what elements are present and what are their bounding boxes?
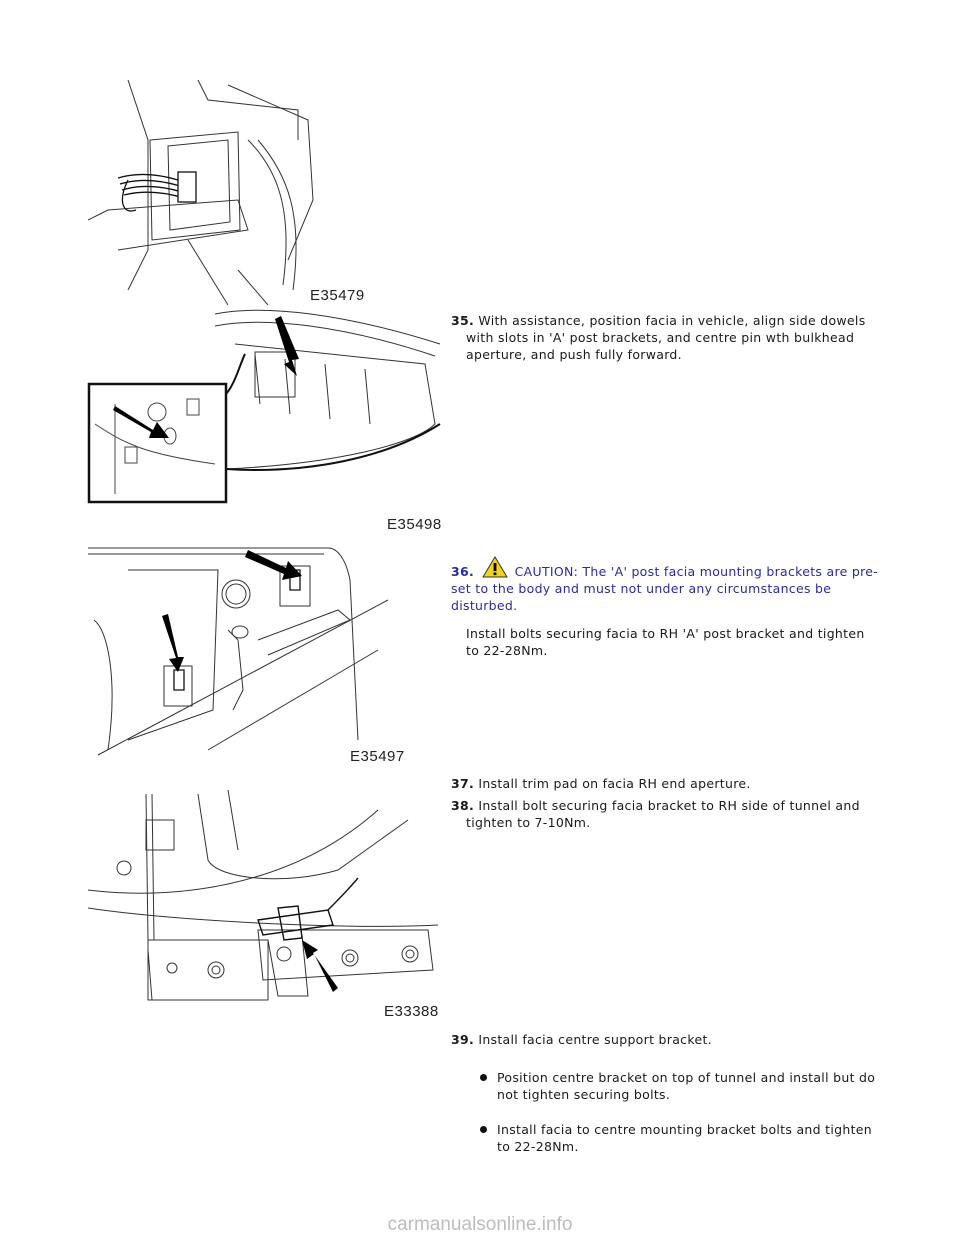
step-number: 35. [451, 313, 475, 328]
bullet-text: Position centre bracket on top of tunnel… [497, 1070, 876, 1102]
step-36: 36. CAUTION: The 'A' post facia mounting… [451, 556, 881, 614]
step-number: 39. [451, 1032, 475, 1047]
step-text-continued: tighten to 7-10Nm. [466, 815, 591, 830]
bullet-text: Install facia to centre mounting bracket… [497, 1122, 872, 1154]
figure-e33388-illustration [88, 790, 438, 1001]
figure-e35479: E35479 [88, 80, 388, 305]
step-35: 35. With assistance, position facia in v… [451, 312, 881, 363]
figure-label: E35498 [387, 516, 442, 533]
step-text: Install facia centre support bracket. [478, 1032, 712, 1047]
step-text: Install bolt securing facia bracket to R… [478, 798, 860, 813]
pointer-arrow-icon [302, 940, 338, 992]
figure-label: E35497 [350, 748, 405, 765]
figure-e35479-illustration [88, 80, 314, 305]
bullet-item: Install facia to centre mounting bracket… [480, 1121, 880, 1155]
warning-triangle-icon [482, 556, 509, 578]
figure-e33388: E33388 [88, 790, 438, 1030]
step-number: 37. [451, 776, 475, 791]
figure-label: E33388 [384, 1003, 439, 1020]
step-39: 39. Install facia centre support bracket… [451, 1031, 881, 1048]
pointer-arrow-icon [162, 550, 302, 672]
step-text-continued: with slots in 'A' post brackets, and cen… [466, 330, 855, 362]
bullet-dot-icon [480, 1126, 487, 1133]
step-number: 36. [451, 564, 475, 579]
caution-block: 36. CAUTION: The 'A' post facia mounting… [451, 556, 879, 613]
step-38: 38. Install bolt securing facia bracket … [451, 797, 881, 831]
step-number: 38. [451, 798, 475, 813]
step-text: With assistance, position facia in vehic… [478, 313, 866, 328]
figure-e35497-illustration [88, 547, 389, 756]
caution-text: CAUTION: The 'A' post facia mounting bra… [451, 564, 879, 613]
figure-e35498-illustration [87, 309, 441, 504]
step-text: Install trim pad on facia RH end apertur… [478, 776, 751, 791]
bullet-dot-icon [480, 1074, 487, 1081]
figure-e35498: E35498 [85, 304, 445, 539]
pointer-arrow-icon [113, 316, 299, 438]
step-text: Install bolts securing facia to RH 'A' p… [466, 626, 865, 658]
footer-watermark: carmanualsonline.info [387, 1214, 573, 1235]
bullet-item: Position centre bracket on top of tunnel… [480, 1069, 880, 1103]
step-36-detail: Install bolts securing facia to RH 'A' p… [466, 625, 881, 659]
step-37: 37. Install trim pad on facia RH end ape… [451, 775, 881, 792]
figure-e35497: E35497 [88, 540, 404, 765]
figure-label: E35479 [310, 287, 365, 304]
